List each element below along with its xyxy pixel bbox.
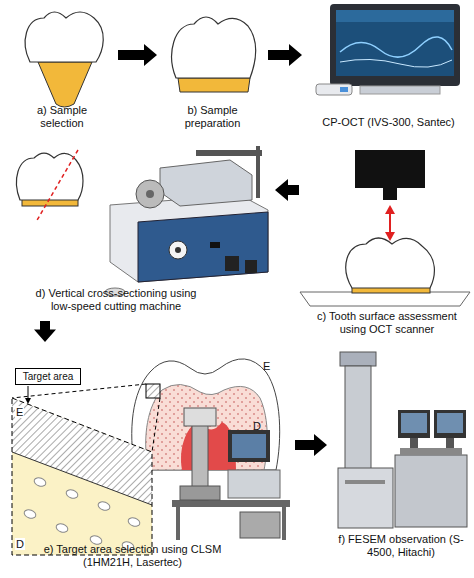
oct-device <box>316 4 460 95</box>
target-area-zoom <box>12 386 152 555</box>
step-caption: a) Sample selection <box>22 104 102 130</box>
step-caption: d) Vertical cross-sectioning using low-s… <box>30 287 202 313</box>
step-group: c) Tooth surface assessment using OCT sc… <box>302 145 472 340</box>
oct-scanner <box>355 150 425 241</box>
tissue-label: E <box>15 406 24 418</box>
step-caption: f) FESEM observation (S-4500, Hitachi) <box>330 533 472 559</box>
step-group: b) Sample preparation <box>160 4 265 140</box>
step-group: d) Vertical cross-sectioning using low-s… <box>10 145 272 318</box>
fesem-instrument <box>338 352 467 528</box>
flow-arrow <box>34 321 56 342</box>
whole-tooth <box>25 12 103 107</box>
clsm-microscope <box>172 408 290 540</box>
step-group: f) FESEM observation (S-4500, Hitachi) <box>330 345 472 575</box>
tissue-label: D <box>15 538 25 550</box>
flow-arrow <box>268 44 302 66</box>
step-group: e) Target area selection using CLSM (1HM… <box>10 345 292 575</box>
cut-tooth <box>16 150 83 222</box>
flow-arrow <box>118 44 157 66</box>
callout-box: Target area <box>15 368 81 385</box>
step-caption: e) Target area selection using CLSM (1HM… <box>30 543 235 569</box>
step-caption: CP-OCT (IVS-300, Santec) <box>305 116 472 129</box>
step-group: CP-OCT (IVS-300, Santec) <box>305 0 472 140</box>
scanned-tooth <box>300 238 470 306</box>
prepared-tooth <box>172 17 256 92</box>
tissue-label: E <box>262 360 271 372</box>
step-caption: c) Tooth surface assessment using OCT sc… <box>312 310 462 336</box>
cutting-machine <box>105 146 268 296</box>
step-group: a) Sample selection <box>12 4 115 140</box>
step-caption: b) Sample preparation <box>170 104 255 130</box>
flow-arrow <box>295 434 327 456</box>
callout-text: Target area <box>16 369 80 384</box>
flow-arrow <box>275 179 299 201</box>
tissue-label: D <box>252 420 262 432</box>
